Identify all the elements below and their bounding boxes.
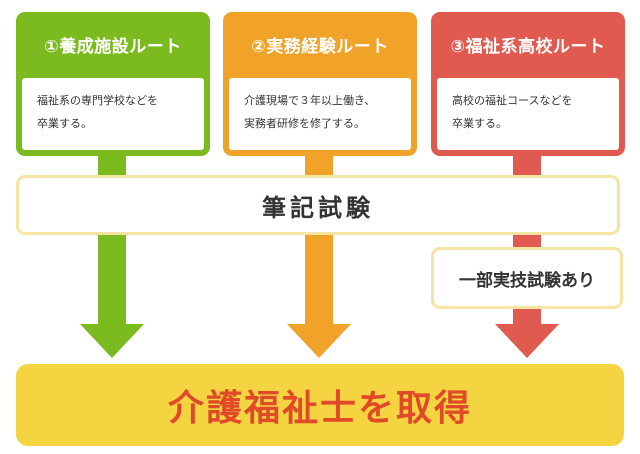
route3-description: 高校の福祉コースなどを 卒業する。 (437, 78, 619, 150)
route2-title: ②実務経験ルート (251, 37, 389, 57)
result-box: 介護福祉士を取得 (16, 364, 624, 446)
route3-title: ③福祉系高校ルート (450, 37, 606, 57)
route1-arrow-head (80, 324, 144, 358)
route3-arrow-head (495, 324, 559, 358)
practical-exam-box: 一部実技試験あり (431, 247, 623, 309)
route2-box: ②実務経験ルート 介護現場で３年以上働き、 実務者研修を修了する。 (223, 12, 417, 156)
written-exam-box: 筆記試験 (16, 175, 620, 235)
route1-description: 福祉系の専門学校などを 卒業する。 (22, 78, 204, 150)
route3-box: ③福祉系高校ルート 高校の福祉コースなどを 卒業する。 (431, 12, 625, 156)
route2-arrow-head (287, 324, 351, 358)
route2-description: 介護現場で３年以上働き、 実務者研修を修了する。 (229, 78, 411, 150)
route1-title: ①養成施設ルート (44, 37, 182, 57)
route1-box: ①養成施設ルート 福祉系の専門学校などを 卒業する。 (16, 12, 210, 156)
